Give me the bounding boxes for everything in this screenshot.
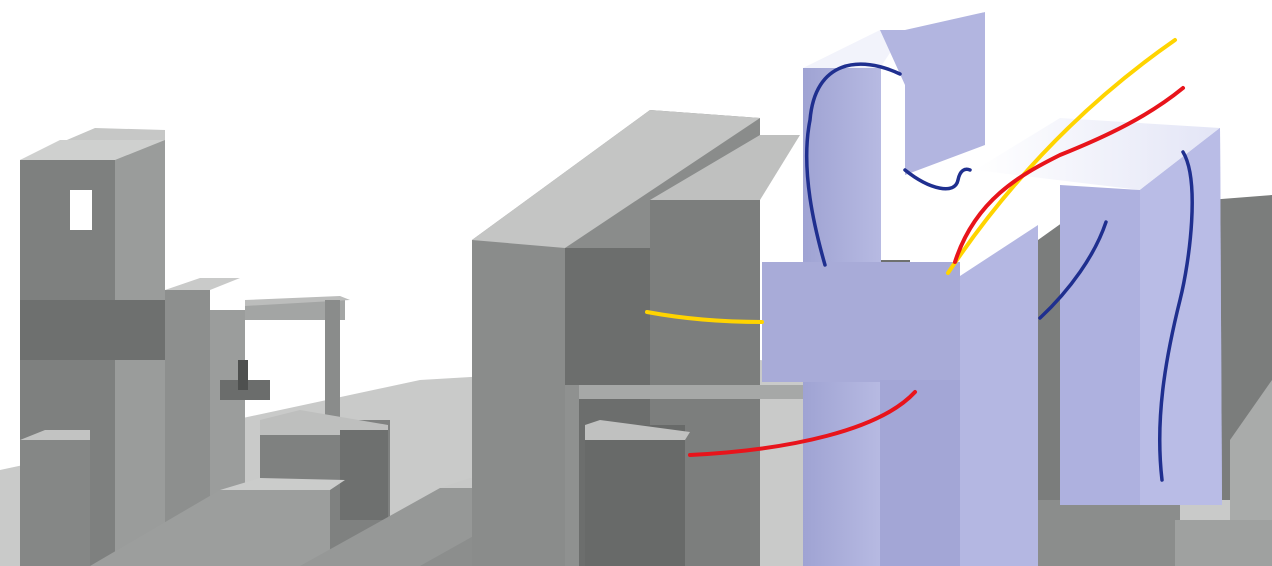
highlight-panel-front <box>762 262 960 382</box>
left-tower <box>20 128 165 566</box>
